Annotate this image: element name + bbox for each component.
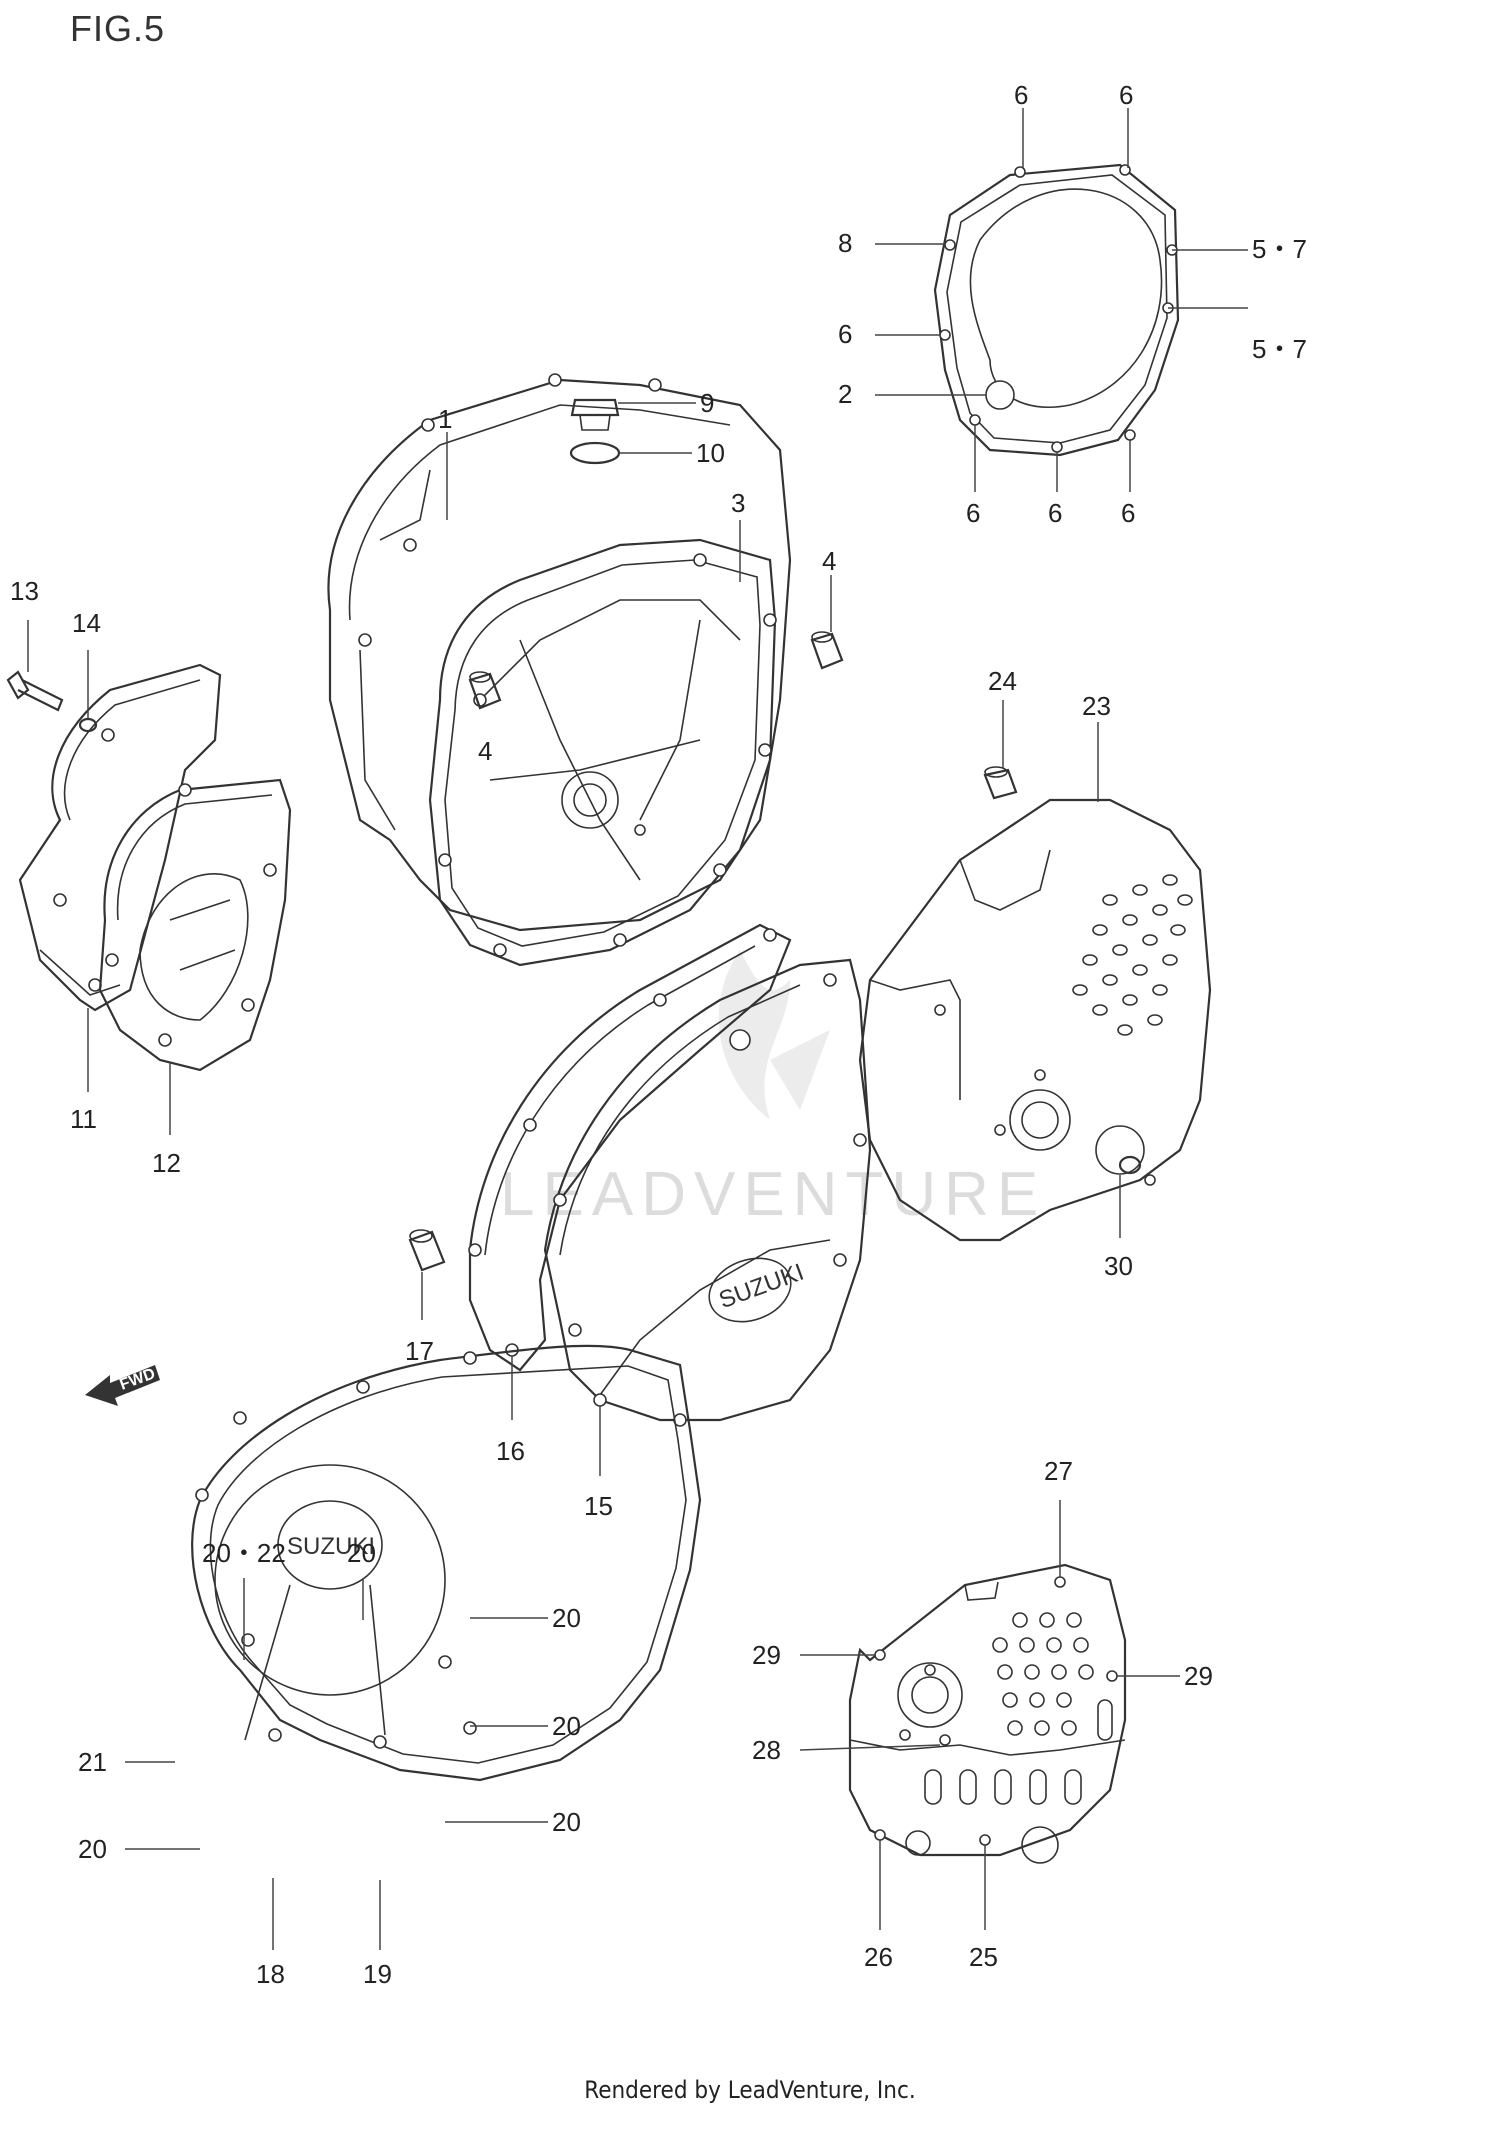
callout-label: 1: [438, 404, 452, 434]
callout-label: 26: [864, 1942, 893, 1972]
oil-filler-plug: [570, 398, 620, 431]
forward-arrow-label: FWD: [118, 1365, 158, 1393]
callout-label: 20: [552, 1603, 581, 1633]
callout-label: 20: [347, 1538, 376, 1568]
callout-label: 6: [966, 498, 980, 528]
callout-label: 3: [731, 488, 745, 518]
generator-cover-gasket: [98, 778, 292, 1072]
callout-label: 5・7: [1252, 234, 1307, 264]
callout-label: 6: [1119, 80, 1133, 110]
callout-label: 11: [70, 1104, 97, 1134]
callout-label: 6: [1121, 498, 1135, 528]
callouts: 6 6 8 5・7 6 5・7 2 6 6 6 9 10: [10, 80, 1307, 1989]
callout-label: 20: [552, 1807, 581, 1837]
o-ring: [569, 441, 621, 465]
sprocket-cover-plate: [848, 1563, 1127, 1864]
generator-cover-gasket-lower: SUZUKI: [191, 1344, 702, 1782]
callout-label: 8: [838, 228, 852, 258]
callout-label: 10: [696, 438, 725, 468]
dowel-pin-d: [408, 1229, 446, 1272]
callout-label: 17: [405, 1336, 434, 1366]
callout-label: 19: [363, 1959, 392, 1989]
callout-label: 16: [496, 1436, 525, 1466]
callout-label: 20: [552, 1711, 581, 1741]
callout-label: 30: [1104, 1251, 1133, 1281]
callout-label: 28: [752, 1735, 781, 1765]
callout-label: 4: [478, 736, 492, 766]
render-credit: Rendered by LeadVenture, Inc.: [584, 2076, 916, 2104]
plate-holes: [924, 1612, 1113, 1805]
callout-label: 14: [72, 608, 101, 638]
callout-label: 23: [1082, 691, 1111, 721]
callout-label: 6: [838, 319, 852, 349]
signal-generator-cover: [18, 663, 222, 1012]
callout-label: 6: [1048, 498, 1062, 528]
clutch-cover: [327, 373, 792, 932]
callout-label: 6: [1014, 80, 1028, 110]
figure-title: FIG.5: [70, 8, 166, 49]
callout-label: 5・7: [1252, 334, 1307, 364]
cap: [1118, 1155, 1142, 1175]
callout-label: 29: [752, 1640, 781, 1670]
dowel-pin-b: [468, 671, 502, 710]
callout-label: 24: [988, 666, 1017, 696]
bolt: [6, 670, 64, 712]
forward-arrow: FWD: [85, 1365, 160, 1406]
callout-label: 2: [838, 379, 852, 409]
washer: [78, 717, 98, 733]
dowel-pin-c: [983, 766, 1018, 800]
callout-label: 20・22: [202, 1538, 286, 1568]
callout-label: 12: [152, 1148, 181, 1178]
vent-holes: [1072, 874, 1193, 1036]
callout-label: 20: [78, 1834, 107, 1864]
clutch-cover-inner: [428, 538, 777, 967]
callout-label: 25: [969, 1942, 998, 1972]
callout-label: 29: [1184, 1661, 1213, 1691]
callout-label: 13: [10, 576, 39, 606]
watermark: LEADVENTURE: [500, 950, 1046, 1229]
clutch-cover-gasket: [933, 163, 1180, 457]
brand-mark-lower: SUZUKI: [287, 1533, 375, 1560]
callout-label: 15: [584, 1491, 613, 1521]
callout-label: 9: [700, 388, 714, 418]
callout-label: 27: [1044, 1456, 1073, 1486]
callout-label: 21: [78, 1747, 107, 1777]
dowel-pin-a: [810, 631, 844, 670]
callout-label: 18: [256, 1959, 285, 1989]
watermark-text: LEADVENTURE: [500, 1160, 1046, 1229]
sprocket-cover: [858, 798, 1212, 1242]
callout-label: 4: [822, 546, 836, 576]
